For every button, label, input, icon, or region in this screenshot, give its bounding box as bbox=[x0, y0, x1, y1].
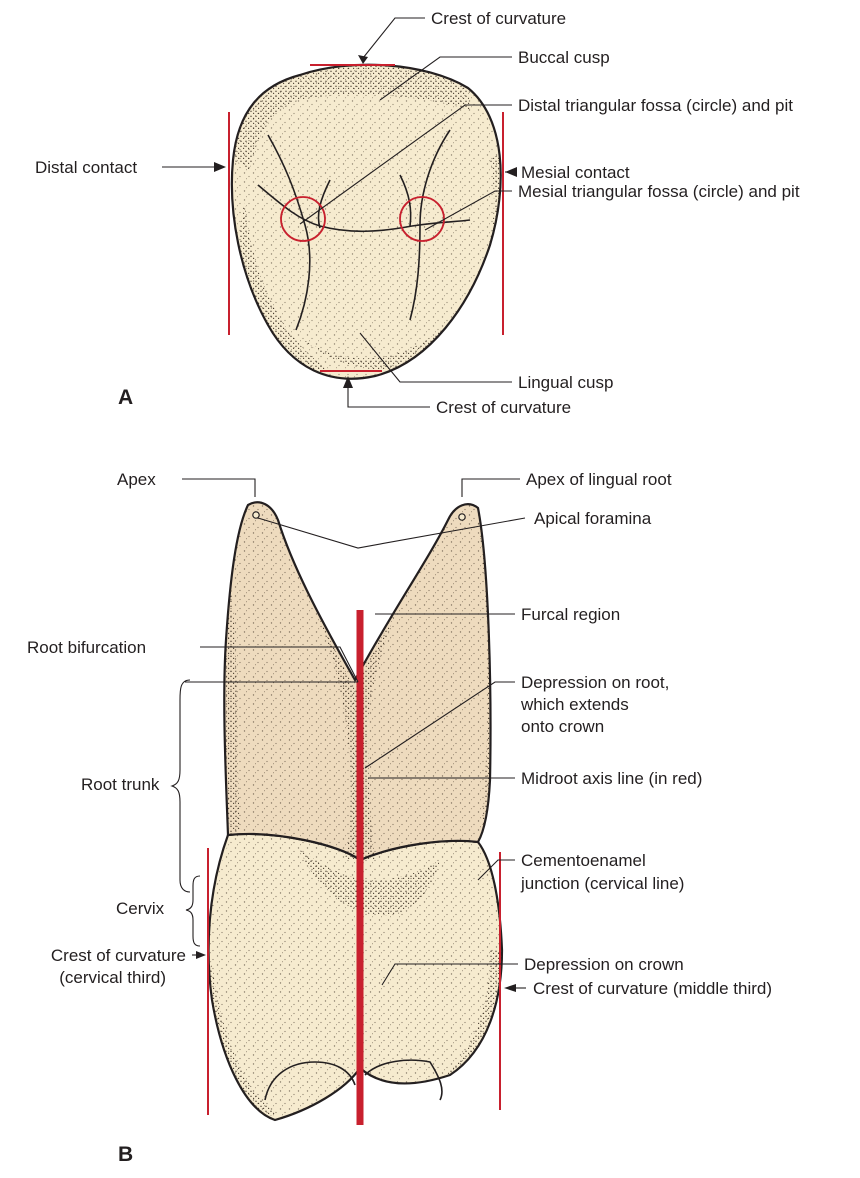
label-root-bifurcation: Root bifurcation bbox=[27, 638, 146, 657]
label-cervix: Cervix bbox=[116, 899, 165, 918]
label-depression-root-1: Depression on root, bbox=[521, 673, 669, 692]
proximal-shading bbox=[200, 490, 510, 1130]
occlusal-shading bbox=[230, 60, 510, 390]
label-depression-root-3: onto crown bbox=[521, 717, 604, 736]
label-crest-bottom: Crest of curvature bbox=[436, 398, 571, 417]
label-distal-contact: Distal contact bbox=[35, 158, 137, 177]
label-depression-crown: Depression on crown bbox=[524, 955, 684, 974]
label-buccal-cusp: Buccal cusp bbox=[518, 48, 610, 67]
label-mesial-fossa: Mesial triangular fossa (circle) and pit bbox=[518, 182, 800, 201]
label-apex: Apex bbox=[117, 470, 156, 489]
label-furcal-region: Furcal region bbox=[521, 605, 620, 624]
panel-label-a: A bbox=[118, 386, 133, 409]
panel-label-b: B bbox=[118, 1143, 133, 1166]
label-midroot-axis: Midroot axis line (in red) bbox=[521, 769, 702, 788]
label-mesial-contact: Mesial contact bbox=[521, 163, 630, 182]
label-distal-fossa: Distal triangular fossa (circle) and pit bbox=[518, 96, 793, 115]
label-crest-middle: Crest of curvature (middle third) bbox=[533, 979, 772, 998]
label-cej-2: junction (cervical line) bbox=[520, 874, 684, 893]
label-root-trunk: Root trunk bbox=[81, 775, 160, 794]
label-apex-lingual: Apex of lingual root bbox=[526, 470, 672, 489]
label-crest-cervical-1: Crest of curvature bbox=[51, 946, 186, 965]
label-crest-top: Crest of curvature bbox=[431, 9, 566, 28]
label-lingual-cusp: Lingual cusp bbox=[518, 373, 613, 392]
label-cej-1: Cementoenamel bbox=[521, 851, 646, 870]
proximal-tooth-view bbox=[200, 490, 510, 1130]
label-crest-cervical-2: (cervical third) bbox=[59, 968, 166, 987]
occlusal-tooth-view bbox=[229, 60, 510, 390]
label-depression-root-2: which extends bbox=[520, 695, 629, 714]
label-apical-foramina: Apical foramina bbox=[534, 509, 652, 528]
